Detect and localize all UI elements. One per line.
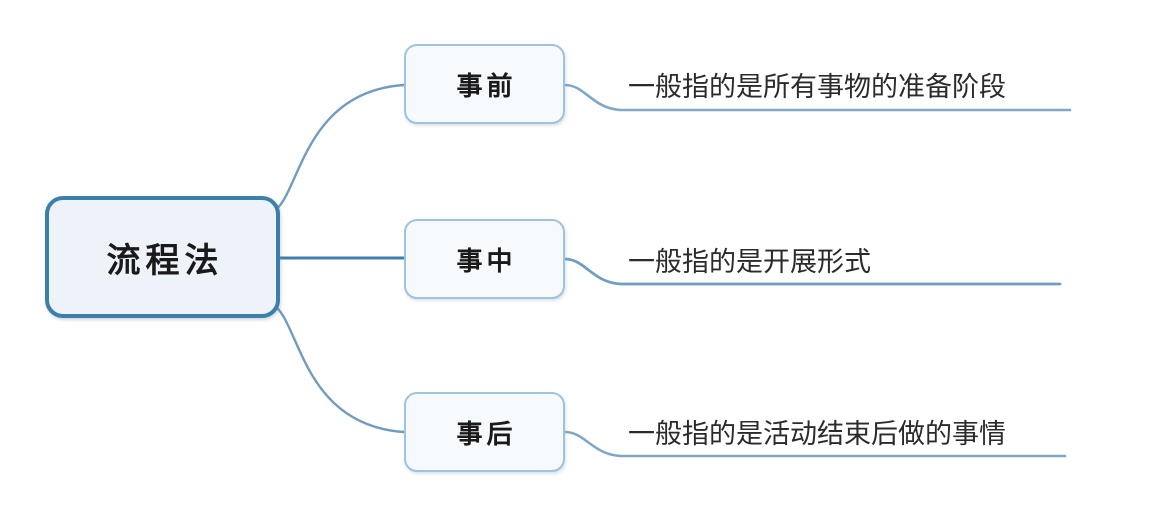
leaf-text-1[interactable]: 一般指的是开展形式	[628, 247, 871, 278]
branch-node-2[interactable]: 事后	[404, 392, 565, 472]
root-node-label: 流程法	[106, 240, 224, 281]
leaf-text-2[interactable]: 一般指的是活动结束后做的事情	[628, 419, 1006, 450]
branch-node-label: 事后	[456, 419, 517, 450]
branch-node-label: 事中	[456, 246, 517, 277]
branch-node-0[interactable]: 事前	[404, 44, 565, 124]
connector-root-to-branch-0	[270, 83, 406, 214]
leaf-text-0[interactable]: 一般指的是所有事物的准备阶段	[628, 72, 1006, 103]
branch-node-1[interactable]: 事中	[404, 219, 565, 299]
branch-node-label: 事前	[456, 71, 517, 102]
connector-root-to-branch-2	[270, 302, 406, 434]
root-node[interactable]: 流程法	[45, 196, 280, 318]
